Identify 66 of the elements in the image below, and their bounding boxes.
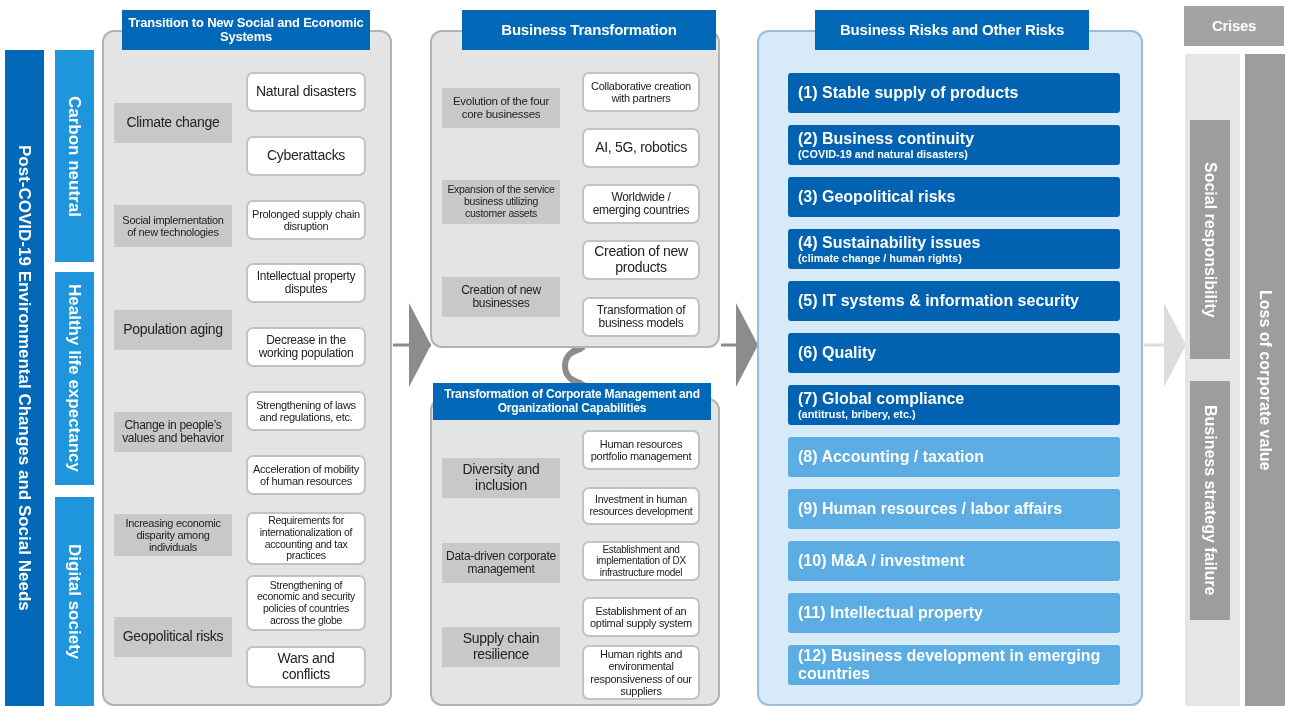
item-box: Creation of new products (582, 240, 700, 280)
risk-bar: (12) Business development in emerging countries (788, 645, 1120, 685)
topic-label: Evolution of the four core businesses (442, 88, 560, 128)
risk-title: (7) Global compliance (798, 389, 965, 408)
topic-label: Increasing economic disparity among individuals (114, 514, 232, 556)
risk-title: (2) Business continuity (798, 129, 975, 148)
item-box: Acceleration of mobility of human resources (246, 455, 366, 495)
crisis-band: Loss of corporate value (1245, 54, 1285, 706)
item-box: Worldwide / emerging countries (582, 184, 700, 224)
header-box: Crises (1184, 6, 1284, 46)
topic-label: Social implementation of new technologies (114, 205, 232, 247)
item-box: Cyberattacks (246, 136, 366, 176)
item-box: Human rights and environmental responsiveness of our suppliers (582, 645, 700, 700)
risk-bar: (6) Quality (788, 333, 1120, 373)
risk-bar: (11) Intellectual property (788, 593, 1120, 633)
item-box: Transformation of business models (582, 297, 700, 337)
topic-label: Diversity and inclusion (442, 458, 560, 498)
item-box: AI, 5G, robotics (582, 128, 700, 168)
topic-label: Data-driven corporate management (442, 543, 560, 583)
item-box: Natural disasters (246, 72, 366, 112)
topic-label: Change in people’s values and behavior (114, 412, 232, 452)
theme-band: Healthy life expectancy (55, 272, 94, 485)
item-box: Strengthening of laws and regulations, etc. (246, 391, 366, 431)
risk-title: (4) Sustainability issues (798, 233, 981, 252)
risk-bar: (9) Human resources / labor affairs (788, 489, 1120, 529)
chevron-arrow (721, 303, 758, 387)
chevron-arrow (1144, 303, 1186, 387)
background-band (1185, 54, 1240, 706)
item-box: Human resources portfolio management (582, 430, 700, 470)
item-box: Intellectual property disputes (246, 263, 366, 303)
theme-band: Digital society (55, 497, 94, 706)
panel-title: Transition to New Social and Economic Systems (122, 10, 370, 50)
theme-band: Carbon neutral (55, 50, 94, 262)
risk-note: (COVID-19 and natural disasters) (798, 147, 968, 161)
topic-label: Geopolitical risks (114, 617, 232, 657)
chevron-arrow (393, 303, 431, 387)
topic-label: Population aging (114, 310, 232, 350)
item-box: Wars and conflicts (246, 646, 366, 688)
risk-bar (788, 229, 1120, 269)
item-box: Strengthening of economic and security policies of countries across the globe (246, 575, 366, 631)
item-box: Establishment of an optimal supply system (582, 597, 700, 637)
risk-bar: (10) M&A / investment (788, 541, 1120, 581)
topic-label: Creation of new businesses (442, 277, 560, 317)
risk-bar (788, 385, 1120, 425)
risk-bar: (8) Accounting / taxation (788, 437, 1120, 477)
item-box: Investment in human resources development (582, 487, 700, 525)
topic-label: Supply chain resilience (442, 627, 560, 667)
topic-label: Climate change (114, 103, 232, 143)
crisis-band: Social responsibility (1190, 120, 1230, 359)
item-box: Collaborative creation with partners (582, 72, 700, 112)
panel-title: Transformation of Corporate Management and Organizational Capabilities (433, 383, 711, 420)
risk-note: (antitrust, bribery, etc.) (798, 407, 916, 421)
risk-bar: (5) IT systems & information security (788, 281, 1120, 321)
item-box: Prolonged supply chain disruption (246, 200, 366, 240)
panel-title: Business Risks and Other Risks (815, 10, 1089, 50)
item-box: Decrease in the working population (246, 327, 366, 367)
item-box: Requirements for internationalization of accounting and tax practices (246, 512, 366, 565)
topic-label: Expansion of the service business utilizing customer assets (442, 180, 560, 224)
risk-bar: (3) Geopolitical risks (788, 177, 1120, 217)
theme-band: Post-COVID-19 Environmental Changes and Social Needs (5, 50, 44, 706)
crisis-band: Business strategy failure (1190, 381, 1230, 620)
risk-note: (climate change / human rights) (798, 251, 962, 265)
risk-bar: (1) Stable supply of products (788, 73, 1120, 113)
risk-bar (788, 125, 1120, 165)
panel-title: Business Transformation (462, 10, 716, 50)
item-box: Establishment and implementation of DX infrastructure model (582, 541, 700, 581)
